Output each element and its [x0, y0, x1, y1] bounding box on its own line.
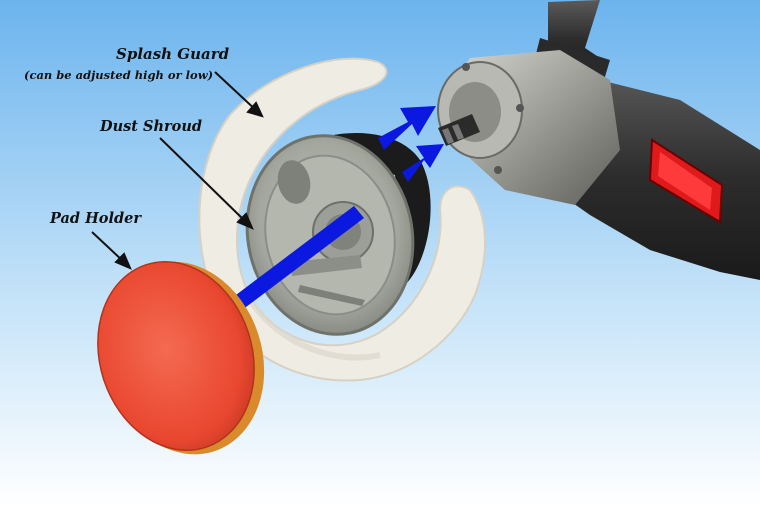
backing-ring — [300, 133, 431, 285]
pointer-arrow-icon — [91, 71, 264, 270]
dust-shroud-label: Dust Shroud — [100, 118, 203, 135]
blue-arrow-icon — [378, 106, 444, 182]
alignment-bar — [232, 206, 364, 310]
splash-guard-felt — [198, 57, 487, 382]
splash-guard-label: Splash Guard — [116, 45, 230, 63]
pad-holder-label: Pad Holder — [50, 210, 141, 227]
angle-grinder — [437, 0, 760, 280]
splash-guard-note: (can be adjusted high or low) — [24, 68, 214, 82]
pad-holder — [97, 260, 265, 455]
